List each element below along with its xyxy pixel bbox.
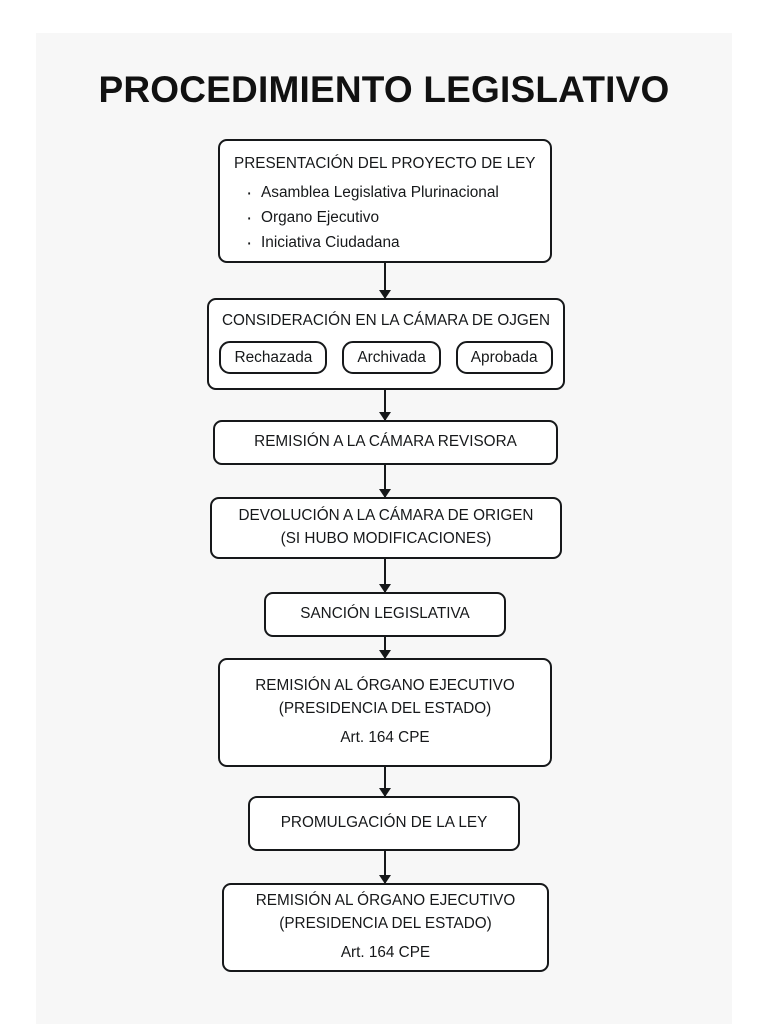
document-page: PROCEDIMIENTO LEGISLATIVO PRESENTACIÓN D… [36,33,732,1024]
flow-node-line: REMISIÓN AL ÓRGANO EJECUTIVO [255,677,515,695]
connector-arrow-down [379,851,391,884]
chip-aprobada[interactable]: Aprobada [455,341,553,374]
flow-node-line: DEVOLUCIÓN A LA CÁMARA DE ORIGEN [238,507,534,525]
flow-node-sancion-legislativa[interactable]: SANCIÓN LEGISLATIVA [264,592,506,637]
flow-node-line: (PRESIDENCIA DEL ESTADO) [279,914,492,932]
flow-node-bullet-list: Asamblea Legislativa Plurinacional Organ… [220,179,499,260]
flow-node-line: (SI HUBO MODIFICACIONES) [280,530,492,547]
chip-archivada[interactable]: Archivada [342,341,441,374]
flow-node-line: (PRESIDENCIA DEL ESTADO) [278,699,492,717]
flow-node-chip-group: Rechazada Archivada Aprobada [219,341,553,374]
flow-node-remision-camara-revisora[interactable]: REMISIÓN A LA CÁMARA REVISORA [213,420,558,465]
flow-node-remision-organo-ejecutivo-final[interactable]: REMISIÓN AL ÓRGANO EJECUTIVO (PRESIDENCI… [222,883,549,972]
chip-rechazada[interactable]: Rechazada [219,341,328,374]
connector-arrow-down [379,390,391,421]
connector-arrow-down [379,559,391,593]
flow-node-line: PROMULGACIÓN DE LA LEY [280,814,488,832]
list-item: Asamblea Legislativa Plurinacional [244,179,499,210]
flow-node-promulgacion-ley[interactable]: PROMULGACIÓN DE LA LEY [248,796,520,851]
flow-node-line: REMISIÓN AL ÓRGANO EJECUTIVO [255,892,516,910]
connector-arrow-down [379,263,391,299]
flow-node-consideracion[interactable]: CONSIDERACIÓN EN LA CÁMARA DE OJGEN Rech… [207,298,565,390]
connector-arrow-down [379,637,391,659]
connector-arrow-down [379,465,391,498]
list-item: Organo Ejecutivo [244,204,499,235]
flow-node-article-ref: Art. 164 CPE [340,944,431,962]
flow-node-article-ref: Art. 164 CPE [340,729,430,747]
flow-node-line: REMISIÓN A LA CÁMARA REVISORA [254,433,517,451]
page-title: PROCEDIMIENTO LEGISLATIVO [98,69,670,110]
flow-node-heading: CONSIDERACIÓN EN LA CÁMARA DE OJGEN [221,312,551,329]
flow-node-line: SANCIÓN LEGISLATIVA [300,605,470,623]
flow-node-presentacion[interactable]: PRESENTACIÓN DEL PROYECTO DE LEY Asamble… [218,139,552,263]
flow-node-remision-organo-ejecutivo[interactable]: REMISIÓN AL ÓRGANO EJECUTIVO (PRESIDENCI… [218,658,552,767]
flow-node-devolucion-camara-origen[interactable]: DEVOLUCIÓN A LA CÁMARA DE ORIGEN (SI HUB… [210,497,562,559]
flow-node-heading: PRESENTACIÓN DEL PROYECTO DE LEY [234,155,536,172]
list-item: Iniciativa Ciudadana [244,229,499,260]
connector-arrow-down [379,767,391,797]
